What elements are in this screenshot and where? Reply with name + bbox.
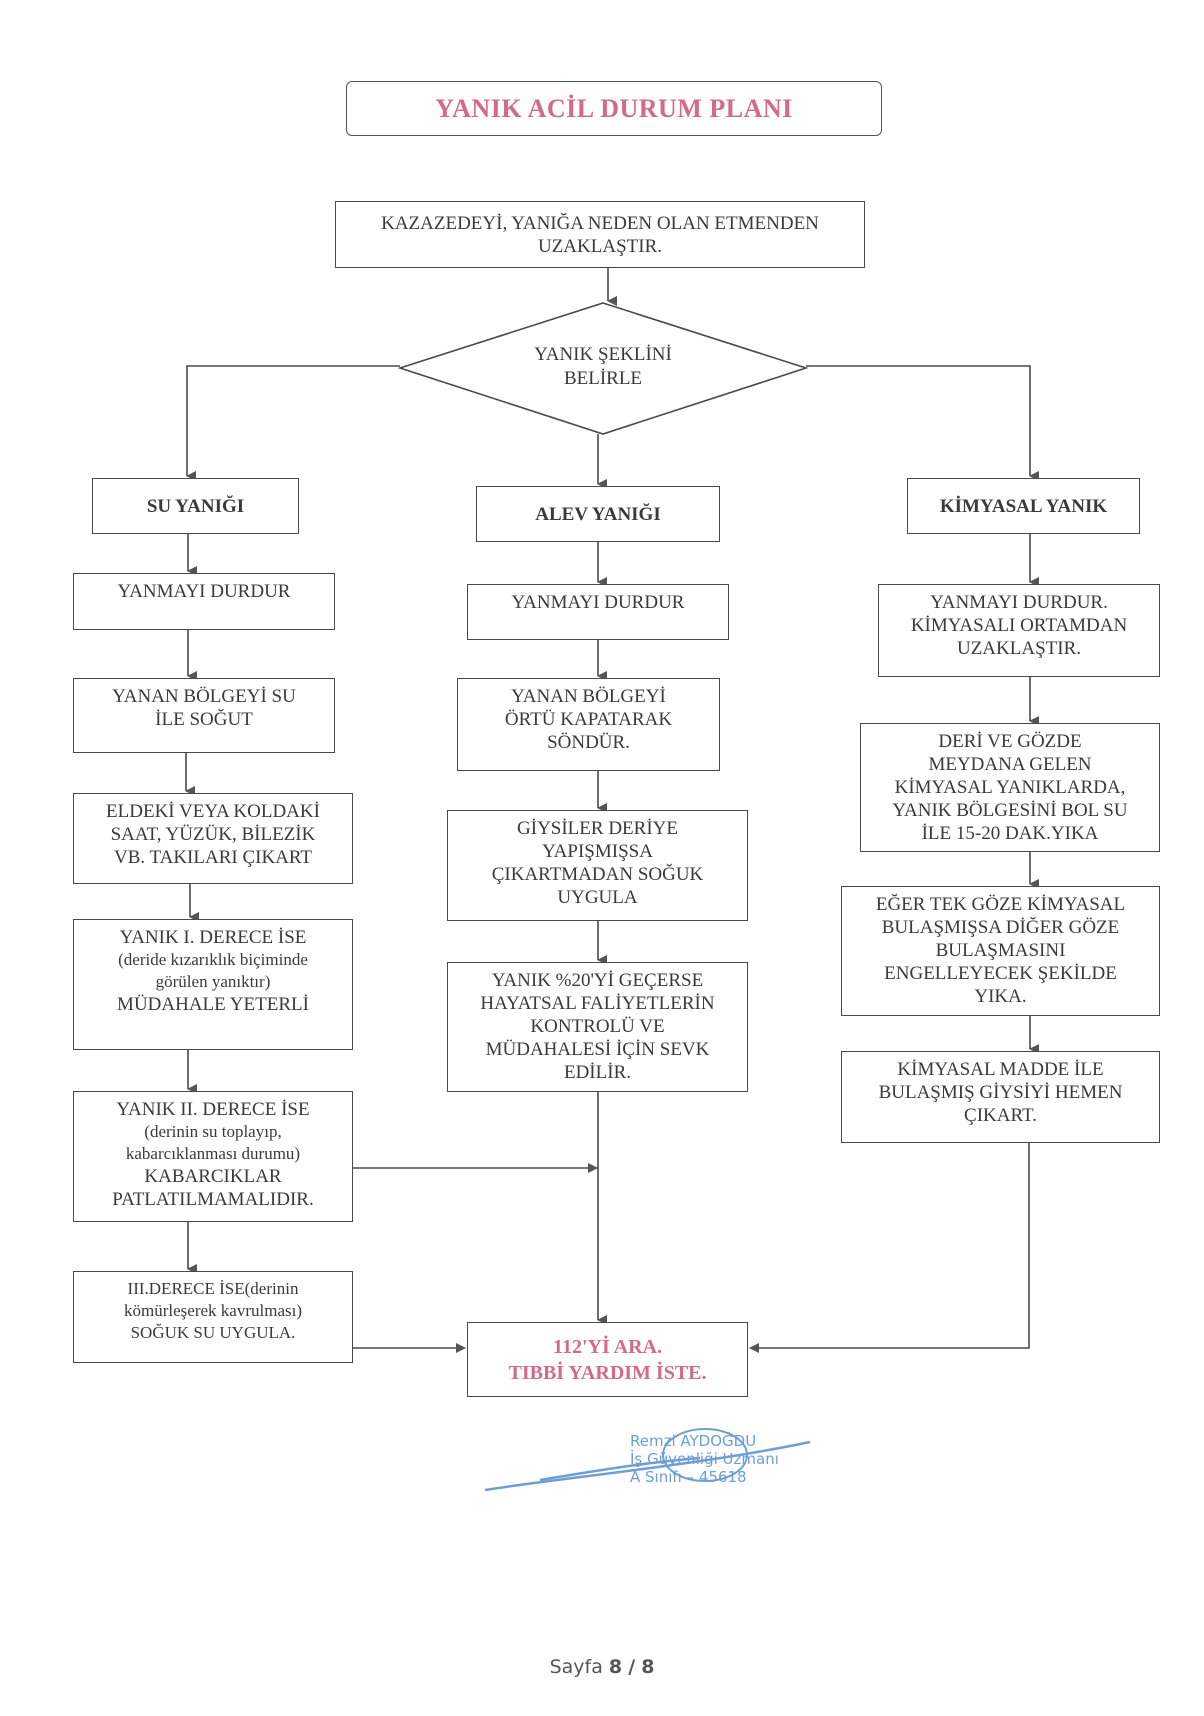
step-text: SÖNDÜR. bbox=[547, 732, 630, 753]
arrow-to-chemical bbox=[806, 365, 1039, 481]
footer-total: 8 bbox=[641, 1656, 655, 1678]
step-text: BULAŞMIŞSA DİĞER GÖZE bbox=[881, 917, 1120, 938]
branch-label: ALEV YANIĞI bbox=[535, 503, 661, 525]
stamp-title: İş Güvenliği Uzmanı bbox=[630, 1450, 779, 1468]
step-text: ENGELLEYECEK ŞEKİLDE bbox=[884, 963, 1117, 984]
chemical-step-1: YANMAYI DURDUR. KİMYASALI ORTAMDAN UZAKL… bbox=[878, 584, 1160, 677]
step-text: SAAT, YÜZÜK, BİLEZİK bbox=[110, 824, 316, 845]
step-text: ÖRTÜ KAPATARAK bbox=[504, 709, 673, 730]
decision-text: BELİRLE bbox=[563, 368, 643, 389]
page-title: YANIK ACİL DURUM PLANI bbox=[346, 81, 882, 136]
flame-step-1: YANMAYI DURDUR bbox=[467, 584, 729, 640]
step-text: ÇIKART. bbox=[964, 1105, 1037, 1126]
footer-prefix: Sayfa bbox=[549, 1656, 603, 1678]
step-text: UZAKLAŞTIR. bbox=[956, 638, 1082, 659]
page-footer: Sayfa 8 / 8 bbox=[0, 1656, 1204, 1678]
step-text: YANIK BÖLGESİNİ BOL SU bbox=[892, 800, 1128, 821]
step-text: SOĞUK SU UYGULA. bbox=[130, 1323, 296, 1342]
chemical-step-3: EĞER TEK GÖZE KİMYASAL BULAŞMIŞSA DİĞER … bbox=[841, 886, 1160, 1016]
flame-step-4: YANIK %20'Yİ GEÇERSE HAYATSAL FALİYETLER… bbox=[447, 962, 748, 1092]
step-text: kabarcıklanması durumu) bbox=[125, 1144, 301, 1163]
flame-step-2: YANAN BÖLGEYİ ÖRTÜ KAPATARAK SÖNDÜR. bbox=[457, 678, 720, 771]
step-text: VB. TAKILARI ÇIKART bbox=[113, 847, 313, 868]
step-text: EĞER TEK GÖZE KİMYASAL bbox=[875, 894, 1126, 915]
final-text: 112'Yİ ARA. bbox=[553, 1335, 662, 1358]
step-text: YANAN BÖLGEYİ SU bbox=[112, 686, 296, 707]
step-text: BULAŞMASINI bbox=[935, 940, 1066, 961]
flame-step-3: GİYSİLER DERİYE YAPIŞMIŞSA ÇIKARTMADAN S… bbox=[447, 810, 748, 921]
decision-diamond bbox=[397, 302, 809, 435]
decision-text: YANIK ŞEKLİNİ bbox=[534, 344, 672, 365]
decision-label: YANIK ŞEKLİNİ BELİRLE bbox=[503, 343, 703, 391]
footer-page: 8 bbox=[608, 1656, 623, 1678]
step-text: YANIK I. DERECE İSE bbox=[119, 927, 307, 948]
step-move-away: KAZAZEDEYİ, YANIĞA NEDEN OLAN ETMENDEN U… bbox=[335, 201, 865, 268]
final-text: TIBBİ YARDIM İSTE. bbox=[508, 1361, 707, 1384]
branch-chemical-burn: KİMYASAL YANIK bbox=[907, 478, 1140, 534]
signature-stamp: Remzi AYDOĞDU İş Güvenliği Uzmanı A Sını… bbox=[630, 1432, 779, 1486]
step-text: UZAKLAŞTIR. bbox=[537, 235, 663, 257]
stamp-number: A Sınıfı – 45618 bbox=[630, 1468, 747, 1486]
water-step-first-degree: YANIK I. DERECE İSE (deride kızarıklık b… bbox=[73, 919, 353, 1050]
step-text: YANAN BÖLGEYİ bbox=[511, 686, 666, 707]
branch-label: KİMYASAL YANIK bbox=[939, 495, 1108, 517]
step-text: görülen yanıktır) bbox=[155, 972, 271, 991]
step-text: YANMAYI DURDUR bbox=[511, 592, 685, 613]
step-text: ELDEKİ VEYA KOLDAKİ bbox=[106, 801, 320, 822]
step-text: YANMAYI DURDUR bbox=[117, 581, 291, 602]
step-text: KİMYASAL YANIKLARDA, bbox=[894, 777, 1126, 798]
step-text: YANIK II. DERECE İSE bbox=[116, 1099, 310, 1120]
stamp-name: Remzi AYDOĞDU bbox=[630, 1432, 757, 1450]
step-text: KAZAZEDEYİ, YANIĞA NEDEN OLAN ETMENDEN bbox=[381, 212, 819, 234]
step-text: PATLATILMAMALIDIR. bbox=[112, 1189, 314, 1210]
water-step-1: YANMAYI DURDUR bbox=[73, 573, 335, 630]
step-text: (derinin su toplayıp, bbox=[144, 1122, 282, 1141]
chemical-step-2: DERİ VE GÖZDE MEYDANA GELEN KİMYASAL YAN… bbox=[860, 723, 1160, 852]
step-text: MÜDAHALESİ İÇİN SEVK bbox=[485, 1039, 710, 1060]
step-text: MEYDANA GELEN bbox=[928, 754, 1092, 775]
step-text: YANIK %20'Yİ GEÇERSE bbox=[491, 970, 704, 991]
step-text: UYGULA bbox=[557, 887, 638, 908]
signature-stroke bbox=[484, 1428, 811, 1492]
step-text: KABARCIKLAR bbox=[144, 1166, 282, 1187]
step-text: HAYATSAL FALİYETLERİN bbox=[480, 993, 715, 1014]
step-text: KİMYASAL MADDE İLE bbox=[897, 1059, 1104, 1080]
branch-water-burn: SU YANIĞI bbox=[92, 478, 299, 534]
step-text: MÜDAHALE YETERLİ bbox=[117, 994, 309, 1015]
step-text: ÇIKARTMADAN SOĞUK bbox=[491, 864, 704, 885]
step-text: KİMYASALI ORTAMDAN bbox=[910, 615, 1128, 636]
water-step-2: YANAN BÖLGEYİ SU İLE SOĞUT bbox=[73, 678, 335, 753]
branch-flame-burn: ALEV YANIĞI bbox=[476, 486, 720, 542]
arrow-chemical-to-final bbox=[749, 1143, 1030, 1353]
step-text: III.DERECE İSE(derinin bbox=[127, 1279, 299, 1298]
call-112-box: 112'Yİ ARA. TIBBİ YARDIM İSTE. bbox=[467, 1322, 748, 1397]
step-text: BULAŞMIŞ GİYSİYİ HEMEN bbox=[878, 1082, 1123, 1103]
footer-separator: / bbox=[628, 1656, 636, 1678]
step-text: YANMAYI DURDUR. bbox=[930, 592, 1108, 613]
chemical-step-4: KİMYASAL MADDE İLE BULAŞMIŞ GİYSİYİ HEME… bbox=[841, 1051, 1160, 1143]
branch-label: SU YANIĞI bbox=[146, 495, 245, 517]
step-text: YAPIŞMIŞSA bbox=[542, 841, 653, 862]
step-text: İLE SOĞUT bbox=[155, 709, 253, 730]
arrow-to-water bbox=[186, 365, 400, 481]
water-step-third-degree: III.DERECE İSE(derinin kömürleşerek kavr… bbox=[73, 1271, 353, 1363]
step-text: GİYSİLER DERİYE bbox=[517, 818, 678, 839]
water-step-3: ELDEKİ VEYA KOLDAKİ SAAT, YÜZÜK, BİLEZİK… bbox=[73, 793, 353, 884]
step-text: kömürleşerek kavrulması) bbox=[124, 1301, 302, 1320]
step-text: YIKA. bbox=[974, 986, 1027, 1007]
step-text: KONTROLÜ VE bbox=[530, 1016, 665, 1037]
step-text: EDİLİR. bbox=[563, 1062, 631, 1083]
step-text: DERİ VE GÖZDE bbox=[938, 731, 1082, 752]
step-text: (deride kızarıklık biçiminde bbox=[118, 950, 308, 969]
step-text: İLE 15-20 DAK.YIKA bbox=[921, 823, 1099, 844]
water-step-second-degree: YANIK II. DERECE İSE (derinin su toplayı… bbox=[73, 1091, 353, 1222]
